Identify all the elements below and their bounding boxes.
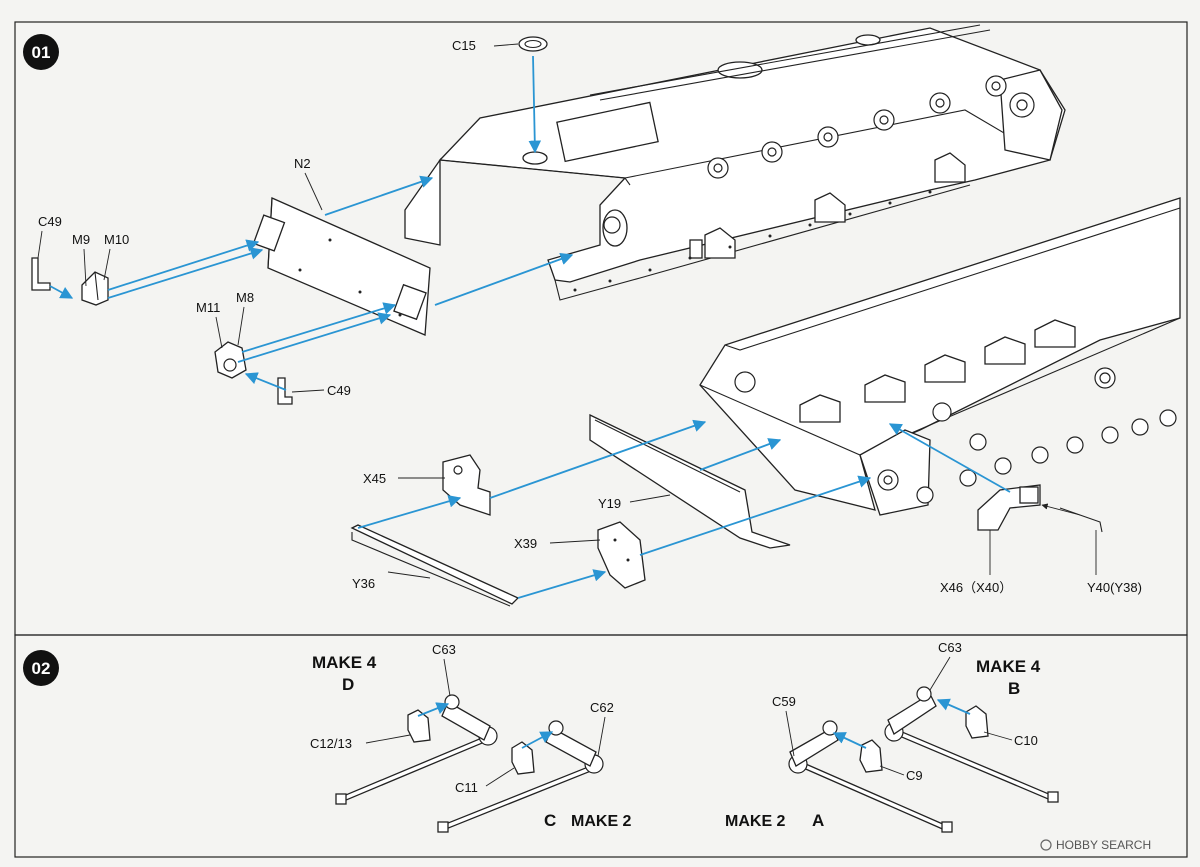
label-c49-bottom: C49 (327, 383, 351, 398)
torsion-bar-c (437, 720, 604, 833)
label-y40-y38: Y40(Y38) (1087, 580, 1142, 595)
assembly-arrows-step-2 (417, 698, 971, 749)
svg-text:02: 02 (32, 659, 51, 678)
part-y19 (589, 413, 791, 549)
label-m11: M11 (196, 300, 220, 315)
part-c49-bottom (277, 377, 293, 405)
step-2-frame (14, 634, 1188, 858)
label-c15: C15 (452, 38, 476, 53)
lower-hull-suspension (799, 319, 1177, 504)
label-c49-top: C49 (38, 214, 62, 229)
label-m10: M10 (104, 232, 129, 247)
labels-step-2: MAKE 4 D C63 C62 C12/13 C11 C MAKE 2 MAK… (310, 640, 1041, 830)
label-c-make2: MAKE 2 (571, 813, 632, 830)
part-y40-y38 (1059, 507, 1103, 533)
step-1-badge: 01 (23, 34, 59, 70)
label-a-letter: A (812, 811, 824, 830)
rear-plate-n2 (252, 197, 431, 336)
assembly-arrows-step-1 (49, 55, 1081, 599)
part-x39 (597, 521, 646, 589)
labels-step-1: C15 N2 C49 M9 M10 M11 M8 C49 X45 Y19 X39… (37, 38, 1142, 595)
label-c63-left: C63 (432, 642, 456, 657)
label-c12-13: C12/13 (310, 736, 352, 751)
label-b: B (1008, 679, 1020, 698)
watermark-text: HOBBY SEARCH (1056, 838, 1151, 852)
label-c59: C59 (772, 694, 796, 709)
label-c-letter: C (544, 811, 556, 830)
label-x39: X39 (514, 536, 537, 551)
label-make2-a: MAKE 2 (725, 813, 786, 830)
label-make4-b: MAKE 4 (976, 657, 1041, 676)
label-d: D (342, 675, 354, 694)
upper-hull-rivets (573, 190, 932, 292)
part-c15 (518, 36, 548, 52)
torsion-bar-a (788, 720, 953, 833)
label-m9: M9 (72, 232, 90, 247)
part-y36 (350, 524, 520, 607)
label-c11: C11 (455, 780, 478, 795)
label-x45: X45 (363, 471, 386, 486)
part-x46-x40 (977, 484, 1041, 531)
part-m11-m8 (214, 341, 247, 379)
label-c9: C9 (906, 768, 923, 783)
label-y36: Y36 (352, 576, 375, 591)
upper-hull-suspension-mounts (689, 75, 1007, 259)
upper-hull-deck (404, 24, 1066, 301)
label-make4-d: MAKE 4 (312, 653, 377, 672)
part-c49-top (31, 257, 51, 291)
label-c62: C62 (590, 700, 614, 715)
torsion-bar-d (335, 694, 498, 805)
watermark: HOBBY SEARCH (1040, 838, 1151, 852)
label-x46-x40: X46（X40） (940, 580, 1012, 595)
torsion-bar-b (884, 686, 1059, 803)
label-n2: N2 (294, 156, 311, 171)
part-x45 (442, 454, 491, 516)
label-y19: Y19 (598, 496, 621, 511)
part-m9-m10 (81, 271, 109, 306)
step-2-badge: 02 (23, 650, 59, 686)
label-c10: C10 (1014, 733, 1038, 748)
svg-text:01: 01 (32, 43, 51, 62)
lower-hull (699, 197, 1181, 516)
label-m8: M8 (236, 290, 254, 305)
label-c63-right: C63 (938, 640, 962, 655)
